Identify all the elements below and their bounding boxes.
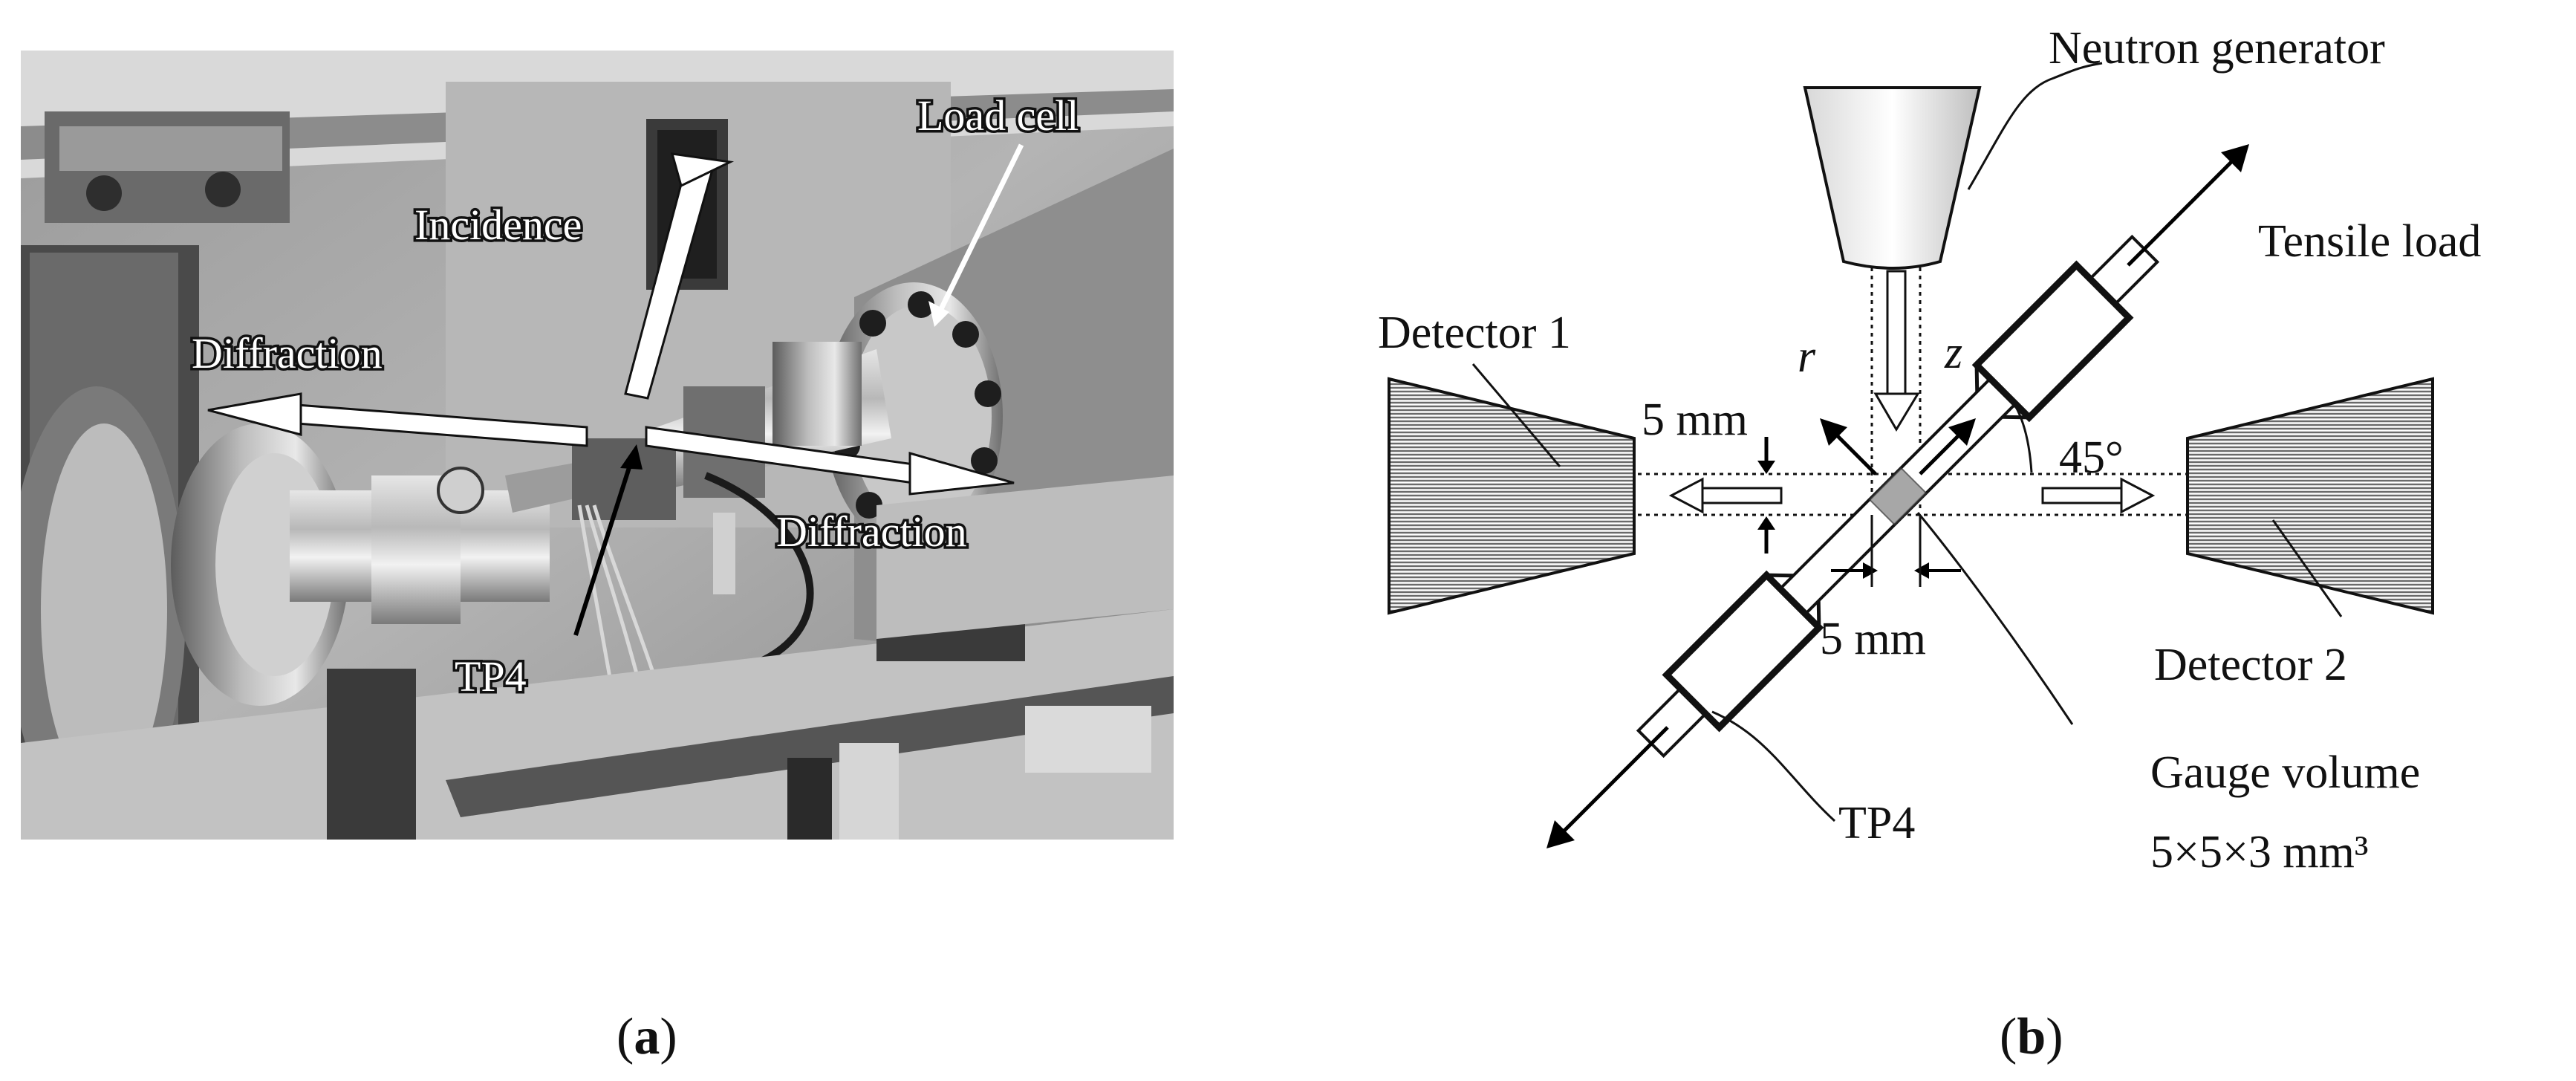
neutron-generator <box>1803 86 1982 270</box>
label-neutron-generator: Neutron generator <box>2049 23 2385 74</box>
schematic-panel <box>1388 62 2434 848</box>
incidence-arrow <box>624 152 735 400</box>
label-diffraction-right: Diffraction <box>776 507 967 556</box>
label-tp4-schematic: TP4 <box>1838 798 1915 848</box>
incident-beam-arrow <box>1873 270 1920 432</box>
label-gauge-width: 5 mm <box>1820 614 1926 664</box>
diffracted-beam-left <box>1668 477 1783 514</box>
label-z-axis: z <box>1944 328 1962 378</box>
tp4-leader <box>1711 710 1836 822</box>
label-tensile-load: Tensile load <box>2258 216 2481 267</box>
detector-1 <box>1388 377 1636 615</box>
label-tp4-photo: TP4 <box>455 652 527 701</box>
label-angle: 45° <box>2059 432 2124 483</box>
label-gauge-volume: Gauge volume <box>2150 747 2420 798</box>
detector-2 <box>2186 377 2434 615</box>
photo-panel <box>21 51 1174 840</box>
label-r-axis: r <box>1798 331 1816 382</box>
tp4-pointer <box>573 460 634 636</box>
tensile-arrow-up <box>2127 152 2241 267</box>
specimen-tp4 <box>1636 234 2160 759</box>
label-diffraction-left: Diffraction <box>192 329 383 377</box>
diffraction-arrow-left <box>207 392 588 447</box>
diffracted-beam-right <box>2041 477 2156 514</box>
diffraction-arrow-right <box>645 426 1015 496</box>
generator-leader <box>1967 62 2103 190</box>
label-incidence: Incidence <box>414 201 582 249</box>
load-cell-pointer <box>937 143 1024 314</box>
angle-arc <box>2004 391 2033 473</box>
label-detector-2: Detector 2 <box>2154 640 2347 690</box>
label-gauge-volume-size: 5×5×3 mm³ <box>2150 827 2368 877</box>
tensile-arrow-down <box>1555 726 1669 840</box>
caption-b: (b) <box>2000 1008 2063 1065</box>
detector-1-leader <box>1471 363 1561 467</box>
detector-2-leader <box>2271 519 2343 617</box>
gauge-volume-leader <box>1916 512 2074 725</box>
label-gauge-height: 5 mm <box>1642 395 1748 445</box>
label-load-cell: Load cell <box>917 91 1079 140</box>
caption-a: (a) <box>617 1008 677 1065</box>
label-detector-1: Detector 1 <box>1378 308 1571 358</box>
